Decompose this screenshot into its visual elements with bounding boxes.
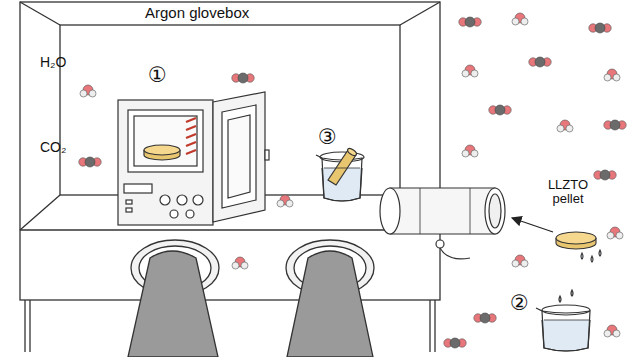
callout-number: ③: [318, 126, 337, 149]
title-label: Argon glovebox: [145, 5, 249, 22]
molecule-label: H₂O: [40, 55, 66, 70]
part-label: LLZTO pellet: [536, 178, 600, 207]
molecule-label: CO₂: [40, 140, 66, 155]
callout-number: ②: [510, 292, 529, 315]
callout-number: ①: [148, 64, 167, 87]
